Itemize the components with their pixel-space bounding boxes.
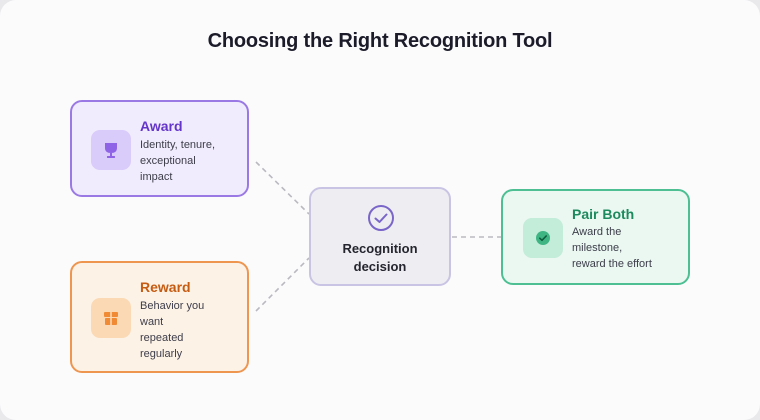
decision-label-line: Recognition <box>342 241 418 256</box>
reward-icon-tile <box>91 298 131 338</box>
award-heading: Award <box>140 118 183 134</box>
pair-both-heading: Pair Both <box>572 206 635 222</box>
check-circle-icon <box>368 205 394 231</box>
decision-label: Recognition decision <box>311 240 449 276</box>
reward-card: Reward Behavior you want repeated regula… <box>70 261 249 373</box>
award-desc-line: impact <box>140 171 173 183</box>
award-description: Identity, tenure, exceptional impact <box>140 137 240 185</box>
decision-card: Recognition decision <box>309 187 451 286</box>
pair-desc-line: milestone, <box>572 242 623 254</box>
award-desc-line: exceptional <box>140 155 196 167</box>
decision-label-line: decision <box>353 259 407 274</box>
pair-desc-line: Award the <box>572 226 622 238</box>
pair-desc-line: reward the effort <box>572 258 652 270</box>
reward-heading: Reward <box>140 279 191 295</box>
connector-award-decision <box>255 161 310 215</box>
award-desc-line: Identity, tenure, <box>140 139 216 151</box>
check-icon <box>536 231 550 245</box>
reward-desc-line: Behavior you <box>140 300 205 312</box>
reward-description: Behavior you want repeated regularly <box>140 298 240 362</box>
reward-desc-line: want <box>140 316 164 328</box>
award-icon-tile <box>91 130 131 170</box>
reward-desc-line: repeated <box>140 332 184 344</box>
trophy-icon <box>105 143 117 158</box>
gift-icon <box>104 312 118 325</box>
pair-both-card: Pair Both Award the milestone, reward th… <box>501 189 690 285</box>
diagram-title: Choosing the Right Recognition Tool <box>207 30 553 52</box>
award-card: Award Identity, tenure, exceptional impa… <box>70 100 249 197</box>
pair-both-description: Award the milestone, reward the effort <box>572 224 684 272</box>
connector-reward-decision <box>255 257 310 312</box>
reward-desc-line: regularly <box>140 348 183 360</box>
pair-icon-tile <box>523 218 563 258</box>
